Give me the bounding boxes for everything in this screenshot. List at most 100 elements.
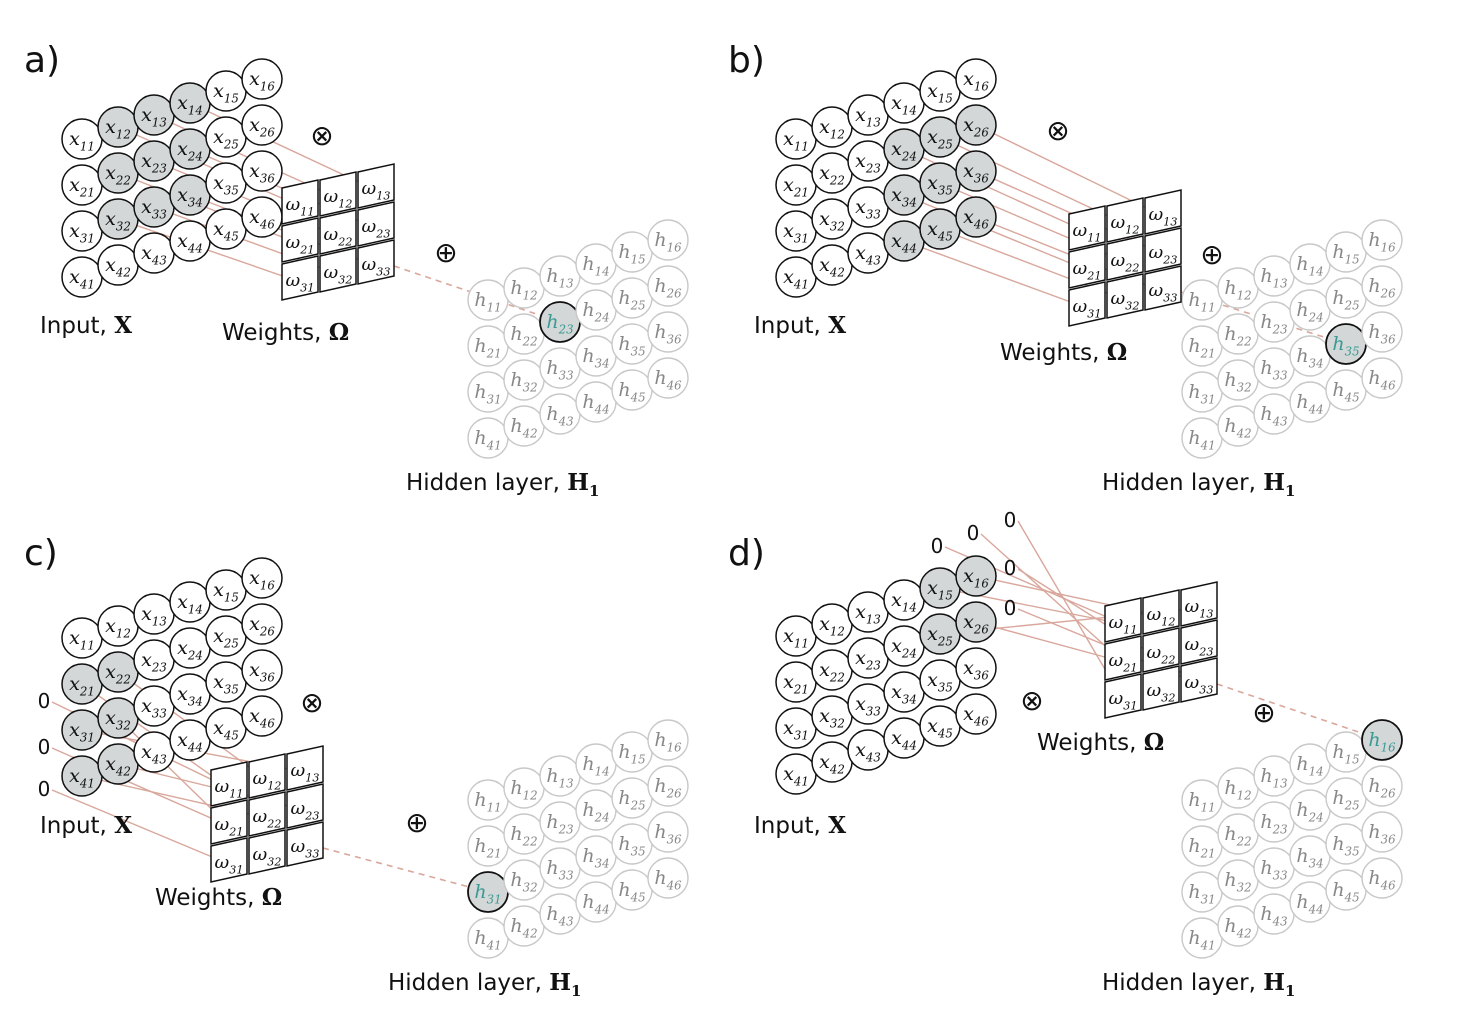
hidden-unit-label: h14 [582,753,609,779]
weight-cell [1180,619,1218,665]
hidden-unit-label: h23 [1260,311,1287,337]
input-unit-label: x41 [69,266,95,292]
hidden-unit-label: h24 [582,799,609,825]
input-unit-label: x45 [927,218,953,244]
weight-label: ω33 [362,254,391,278]
hidden-unit-label: h21 [1188,335,1215,361]
weight-cell [248,753,286,799]
hidden-unit-label: h22 [1224,823,1251,849]
input-caption: Input, X [40,812,132,839]
hidden-unit-label: h16 [1368,229,1396,255]
hidden-unit [647,265,689,307]
weight-label: ω23 [362,216,391,240]
input-unit-label: x16 [963,68,989,94]
weight-cell [319,247,357,293]
input-unit-label: x16 [249,68,275,94]
weights-caption: Weights, Ω [155,884,282,911]
connection-line [51,789,230,865]
weight-label: ω23 [1185,634,1214,658]
panel-d: d)h11h12h13h14h15h16h21h22h23h24h25h26h3… [728,508,1403,1000]
hidden-unit [647,857,689,899]
input-unit-label: x33 [141,196,167,222]
weight-cell [210,799,248,845]
panel-label: a) [24,40,60,81]
weight-cell [286,821,324,867]
input-unit-label: x11 [783,128,809,154]
input-unit [955,104,997,146]
weight-cell [248,791,286,837]
weight-label: ω32 [1147,680,1176,704]
input-unit-label: x12 [819,116,845,142]
weight-label: ω33 [1149,280,1178,304]
hidden-unit-label: h44 [1296,391,1323,417]
input-unit-label: x25 [927,126,953,152]
weight-cell [1068,281,1106,327]
input-unit [955,150,997,192]
input-unit-label: x21 [783,174,809,200]
weight-label: ω21 [286,232,315,256]
panel-label: b) [728,40,765,81]
hidden-unit-label: h31 [474,881,501,907]
hidden-unit-label: h42 [1224,915,1251,941]
hidden-unit-label: h13 [1260,265,1287,291]
input-unit-label: x46 [963,703,989,729]
weight-cell [1068,205,1106,251]
input-caption: Input, X [754,812,846,839]
hidden-unit-label: h15 [1332,241,1359,267]
input-unit-label: x21 [783,671,809,697]
weight-label: ω22 [1147,642,1176,666]
hidden-unit-label: h22 [510,323,537,349]
input-unit-label: x15 [213,579,239,605]
hidden-layer: h11h12h13h14h15h16h21h22h23h24h25h26h31h… [467,219,689,459]
input-unit-label: x23 [855,647,881,673]
input-unit [955,196,997,238]
hidden-unit-label: h11 [1188,789,1215,815]
hidden-unit-label: h12 [510,277,537,303]
hidden-unit-label: h13 [546,765,573,791]
weight-cell [1142,627,1180,673]
output-connection [393,265,561,323]
weight-cell [319,171,357,217]
weight-cell [1068,243,1106,289]
weight-label: ω32 [1111,288,1140,312]
input-unit [241,649,283,691]
weight-label: ω13 [1185,596,1214,620]
hidden-unit-label: h35 [618,333,645,359]
input-unit-label: x15 [927,80,953,106]
hidden-unit [647,811,689,853]
connection-line [117,126,301,207]
hidden-unit-label: h16 [1368,729,1396,755]
weight-cell [1104,635,1142,681]
hidden-unit-label: h24 [1296,799,1323,825]
weight-cell [1104,597,1142,643]
input-unit-label: x23 [141,150,167,176]
weight-label: ω31 [1073,296,1102,320]
weight-label: ω22 [324,224,353,248]
hidden-unit-label: h11 [474,289,501,315]
weight-label: ω22 [253,806,282,830]
input-unit [955,647,997,689]
panel-label: d) [728,533,765,574]
input-layer: x11x12x13x14x15x16x21x22x23x24x25x26x31x… [61,557,283,797]
input-unit-label: x34 [177,184,203,210]
weights-caption: Weights, Ω [222,319,349,346]
weight-cell [1142,589,1180,635]
input-layer: x11x12x13x14x15x16x21x22x23x24x25x26x31x… [61,58,283,298]
input-unit-label: x32 [105,707,131,733]
multiply-operator: ⊗ [1046,114,1069,147]
weight-cell [1180,657,1218,703]
zero-padding: 0 [38,735,51,759]
input-unit-label: x12 [819,613,845,639]
hidden-unit-label: h35 [1332,333,1359,359]
hidden-unit-label: h41 [474,927,501,953]
hidden-unit-label: h41 [1188,427,1215,453]
hidden-unit-label: h33 [1260,857,1287,883]
hidden-unit [1361,357,1403,399]
weight-label: ω22 [1111,250,1140,274]
input-unit-label: x33 [141,695,167,721]
hidden-unit-label: h41 [474,427,501,453]
hidden-unit-label: h24 [1296,299,1323,325]
